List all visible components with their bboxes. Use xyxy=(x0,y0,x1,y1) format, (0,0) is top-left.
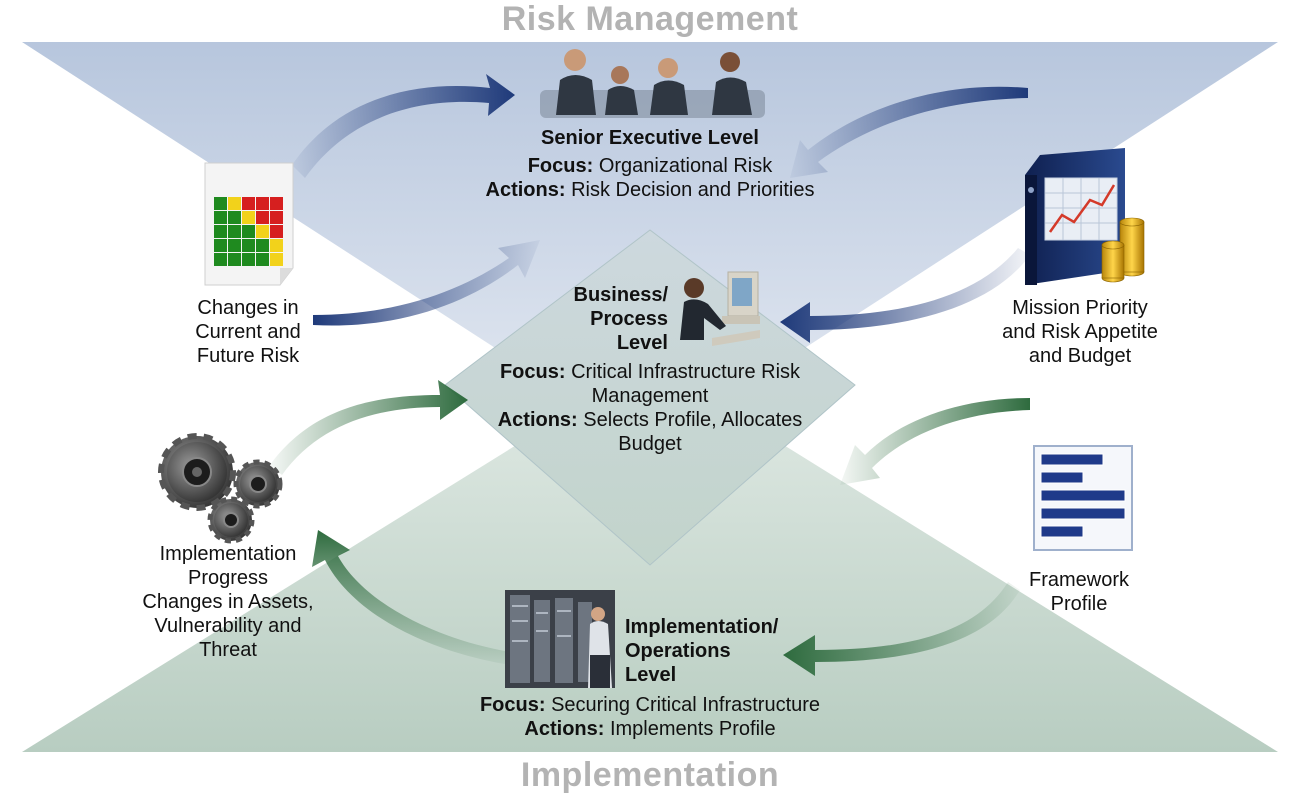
arrow-implementation-to-progress xyxy=(312,530,510,665)
business-focus-text: Critical Infrastructure Risk xyxy=(571,361,801,383)
heatmap-cell xyxy=(242,253,255,266)
arrow-business-to-risk xyxy=(313,240,540,326)
implementation-progress-label: Implementation Progress Changes in Asset… xyxy=(142,543,314,661)
heatmap-cell xyxy=(256,197,269,210)
budget-binder-icon xyxy=(1025,148,1145,285)
arrow-business-to-framework xyxy=(840,398,1030,485)
implementation-focus-text: Securing Critical Infrastructure xyxy=(551,694,821,716)
heatmap-cell xyxy=(270,211,283,224)
risk-management-title: Risk Management xyxy=(501,0,799,38)
senior-actions-label: Actions: xyxy=(485,179,566,201)
business-focus-text-2: Management xyxy=(591,385,709,407)
heatmap-cell xyxy=(228,225,241,238)
framework-profile-icon xyxy=(1033,445,1133,551)
senior-actions-text: Risk Decision and Priorities xyxy=(571,179,815,201)
heatmap-cell xyxy=(228,211,241,224)
heatmap-cell xyxy=(228,253,241,266)
server-room-icon xyxy=(505,590,615,688)
senior-focus-text: Organizational Risk xyxy=(598,155,773,177)
changes-in-risk-label: Changes in Current and Future Risk xyxy=(195,297,301,367)
heatmap-cell xyxy=(270,225,283,238)
implementation-operations-block: Focus: Securing Critical Infrastructure … xyxy=(420,693,880,741)
executives-meeting-icon xyxy=(540,49,765,118)
heatmap-cell xyxy=(256,239,269,252)
implementation-title: Implementation xyxy=(520,756,780,794)
heatmap-cell xyxy=(214,197,227,210)
heatmap-grid xyxy=(214,197,283,266)
business-actions-text: Selects Profile, Allocates xyxy=(583,409,803,431)
heatmap-cell xyxy=(214,239,227,252)
business-actions-text-2: Budget xyxy=(618,433,682,455)
heatmap-cell xyxy=(270,253,283,266)
heatmap-cell xyxy=(256,253,269,266)
arrow-progress-to-business xyxy=(270,380,468,475)
business-process-heading: Business/ Process Level xyxy=(573,284,668,354)
heatmap-cell xyxy=(228,239,241,252)
senior-executive-block: Senior Executive Level Focus: Organizati… xyxy=(430,126,870,202)
mission-priority-label: Mission Priority and Risk Appetite and B… xyxy=(1002,297,1158,367)
business-focus-label: Focus: xyxy=(499,361,566,383)
gears-icon xyxy=(158,433,283,544)
heatmap-cell xyxy=(242,211,255,224)
senior-focus-label: Focus: xyxy=(527,155,594,177)
implementation-focus-label: Focus: xyxy=(479,694,546,716)
heatmap-cell xyxy=(242,239,255,252)
arrow-mission-to-business xyxy=(780,248,1030,343)
arrow-risk-to-senior xyxy=(292,74,515,178)
arrow-framework-to-implementation xyxy=(783,582,1020,676)
implementation-actions-label: Actions: xyxy=(524,718,605,740)
person-computer-icon xyxy=(680,271,760,346)
implementation-actions-text: Implements Profile xyxy=(609,718,776,740)
senior-executive-heading: Senior Executive Level xyxy=(541,127,759,149)
heatmap-cell xyxy=(270,197,283,210)
heatmap-cell xyxy=(256,225,269,238)
framework-profile-label: Framework Profile xyxy=(1028,569,1129,615)
business-actions-label: Actions: xyxy=(497,409,578,431)
heatmap-cell xyxy=(270,239,283,252)
business-process-block: Focus: Critical Infrastructure Risk Mana… xyxy=(450,360,850,456)
heatmap-cell xyxy=(214,253,227,266)
heatmap-cell xyxy=(214,211,227,224)
heatmap-cell xyxy=(242,225,255,238)
implementation-operations-heading: Implementation/ Operations Level xyxy=(625,616,779,686)
heatmap-cell xyxy=(242,197,255,210)
heatmap-cell xyxy=(228,197,241,210)
arrow-senior-to-mission xyxy=(790,86,1028,178)
heatmap-cell xyxy=(214,225,227,238)
heatmap-cell xyxy=(256,211,269,224)
